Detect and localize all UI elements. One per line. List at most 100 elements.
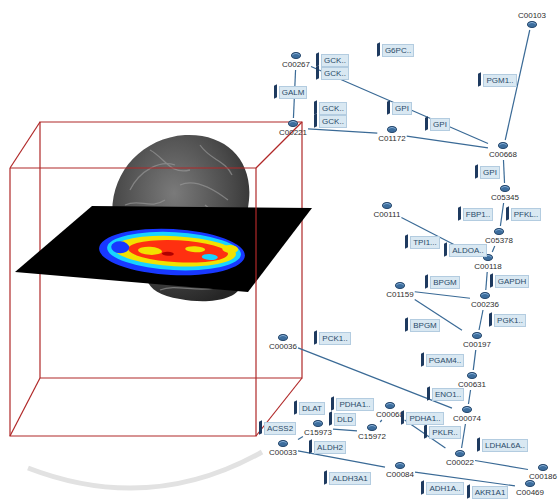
enzyme-name: TPI1... bbox=[413, 238, 437, 247]
compound-node: C00221 bbox=[279, 119, 307, 137]
enzyme-name: PDHA1.. bbox=[409, 414, 440, 423]
pathway-link bbox=[407, 136, 488, 148]
compound-marker bbox=[288, 120, 298, 127]
compound-marker bbox=[385, 402, 395, 409]
enzyme-flag bbox=[401, 410, 404, 424]
enzyme-name: BPGM bbox=[433, 278, 457, 287]
compound-marker bbox=[538, 464, 548, 471]
enzyme-flag bbox=[424, 424, 427, 438]
enzyme-flag bbox=[427, 386, 430, 400]
enzyme-flag bbox=[387, 100, 390, 114]
enzyme-name: GALM bbox=[282, 88, 305, 97]
enzyme-name: GPI bbox=[483, 168, 497, 177]
enzyme-name: PKLR.. bbox=[432, 428, 457, 437]
enzyme-label: ADH1A.. bbox=[426, 482, 463, 495]
enzyme-label: PGK1.. bbox=[494, 314, 526, 327]
enzyme-name: GCK.. bbox=[322, 117, 344, 126]
enzyme-name: ALDH2 bbox=[317, 443, 343, 452]
enzyme-name: PGAM4.. bbox=[429, 356, 461, 365]
compound-node: C00033 bbox=[269, 439, 297, 457]
compound-id: C00022 bbox=[446, 458, 474, 467]
enzyme-flag bbox=[478, 72, 481, 86]
enzyme-label: ALDOA.. bbox=[449, 244, 487, 257]
compound-marker bbox=[494, 228, 504, 235]
enzyme-flag bbox=[314, 330, 317, 344]
pathway-link bbox=[486, 272, 487, 290]
pathway-link bbox=[311, 67, 488, 144]
enzyme-name: ALDH3A1 bbox=[332, 474, 368, 483]
enzyme-name: ACSS2 bbox=[267, 424, 293, 433]
enzyme-flag bbox=[405, 317, 408, 331]
compound-id: C05378 bbox=[485, 236, 513, 245]
compound-id: C00668 bbox=[489, 150, 517, 159]
watermark-arc bbox=[28, 452, 262, 488]
enzyme-flag bbox=[458, 206, 461, 220]
enzyme-flag bbox=[309, 439, 312, 453]
compound-node: C01172 bbox=[378, 125, 405, 143]
compound-node: C00068 bbox=[376, 401, 404, 419]
enzyme-flag bbox=[294, 400, 297, 414]
enzyme-flag bbox=[329, 411, 332, 425]
enzyme-flag bbox=[274, 84, 277, 98]
compound-marker bbox=[500, 185, 510, 192]
compound-marker bbox=[382, 202, 392, 209]
enzyme-label: GCK.. bbox=[319, 102, 347, 115]
pathway-link bbox=[473, 350, 476, 370]
compound-id: C00469 bbox=[516, 488, 544, 497]
pathway-link bbox=[308, 129, 377, 133]
enzyme-flag bbox=[377, 42, 380, 56]
compound-id: C00236 bbox=[471, 300, 499, 309]
compound-marker bbox=[527, 21, 537, 28]
enzyme-label: BPGM bbox=[430, 276, 460, 289]
enzyme-label: GPI bbox=[392, 102, 412, 115]
enzyme-label: PFKL.. bbox=[511, 208, 541, 221]
compound-id: C00221 bbox=[279, 128, 307, 137]
enzyme-flag bbox=[425, 116, 428, 130]
enzyme-label: ACSS2 bbox=[264, 422, 296, 435]
enzyme-label: GCK.. bbox=[321, 67, 349, 80]
enzyme-label: PDHA1.. bbox=[336, 398, 373, 411]
compound-id: C15973 bbox=[304, 428, 332, 437]
compound-node: C00631 bbox=[458, 371, 486, 389]
enzyme-flag bbox=[489, 312, 492, 326]
enzyme-label: AKR1A1 bbox=[472, 486, 509, 499]
compound-marker bbox=[395, 282, 405, 289]
enzyme-label: GPI bbox=[480, 166, 500, 179]
compound-node: C05345 bbox=[491, 184, 519, 202]
enzyme-label: ALDH2 bbox=[314, 441, 346, 454]
compound-marker bbox=[313, 420, 323, 427]
enzyme-flag bbox=[477, 437, 480, 451]
enzyme-name: GCK.. bbox=[322, 104, 344, 113]
enzyme-flag bbox=[444, 242, 447, 256]
enzyme-name: GCK.. bbox=[324, 69, 346, 78]
slice-plane bbox=[15, 206, 312, 292]
enzyme-label: FBP1.. bbox=[463, 208, 493, 221]
compound-node: C00111 bbox=[374, 201, 401, 219]
compound-marker bbox=[498, 142, 508, 149]
enzyme-name: ADH1A.. bbox=[429, 484, 460, 493]
compound-id: C15972 bbox=[358, 432, 386, 441]
compound-node: C00084 bbox=[386, 461, 414, 479]
compound-id: C00084 bbox=[386, 470, 414, 479]
compound-node: C00022 bbox=[446, 449, 474, 467]
compound-node: C00267 bbox=[282, 51, 310, 69]
compound-marker bbox=[291, 52, 301, 59]
enzyme-label: PCK1.. bbox=[319, 332, 350, 345]
pathway-link bbox=[415, 292, 470, 299]
compound-id: C00103 bbox=[518, 11, 546, 20]
enzyme-name: PGK1.. bbox=[497, 316, 523, 325]
compound-id: C00267 bbox=[282, 60, 310, 69]
compound-id: C00186 bbox=[529, 472, 557, 481]
compound-id: C00068 bbox=[376, 410, 404, 419]
compound-marker bbox=[462, 406, 472, 413]
compound-id: C00111 bbox=[374, 210, 401, 219]
compound-node: C00103 bbox=[518, 11, 546, 29]
compound-node: C01159 bbox=[386, 281, 413, 299]
enzyme-label: GALM bbox=[279, 86, 308, 99]
compound-marker bbox=[455, 450, 465, 457]
enzyme-label: G6PC.. bbox=[382, 44, 414, 57]
compound-id: C00197 bbox=[463, 340, 491, 349]
compound-node: C00469 bbox=[516, 479, 544, 497]
enzyme-name: GAPDH bbox=[498, 277, 526, 286]
